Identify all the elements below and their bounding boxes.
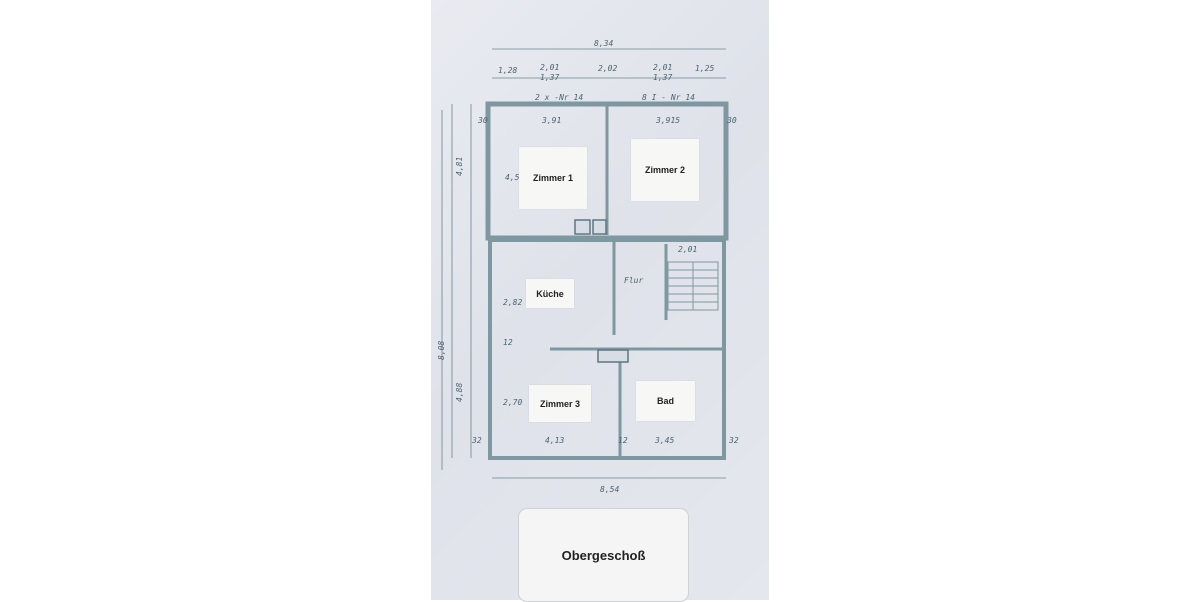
- dim-top-seg1: 1,28: [498, 66, 517, 75]
- dim-top-seg2b: 1,37: [540, 73, 559, 82]
- dim-bottom-right-wall: 32: [728, 436, 739, 445]
- room-label-zimmer3: Zimmer 3: [529, 385, 591, 422]
- floor-plan-paper: [431, 0, 769, 600]
- dim-left-top: 4,81: [455, 157, 464, 176]
- dim-bottom-mid-wall: 12: [618, 436, 628, 445]
- floor-title-card: Obergeschoß: [518, 508, 689, 602]
- dimension-lines: [441, 48, 726, 479]
- dim-zimmer3: 2,70: [503, 398, 522, 407]
- room-label-zimmer1: Zimmer 1: [519, 147, 587, 209]
- dim-top-seg4b: 1,37: [653, 73, 672, 82]
- chimney-blocks: [574, 219, 629, 363]
- interior-walls: [550, 106, 722, 456]
- dim-room1-width: 3,91: [541, 116, 561, 125]
- dim-top-seg4a: 2,01: [653, 63, 672, 72]
- dim-wall-12: 12: [503, 338, 513, 347]
- room-label-kueche: Küche: [526, 279, 574, 308]
- dim-top-seg5: 1,25: [695, 64, 714, 73]
- outer-wall-bottom-section: [488, 238, 726, 460]
- dim-flur: Flur: [624, 276, 643, 285]
- dim-bottom-left-wall: 32: [471, 436, 482, 445]
- dim-left-bottom: 4,88: [455, 383, 464, 402]
- dim-kueche: 2,82: [503, 298, 522, 307]
- dim-room2-width: 3,915: [655, 116, 680, 125]
- dim-top-seg2a: 2,01: [540, 63, 559, 72]
- dim-stair: 2,01: [678, 245, 697, 254]
- dim-bottom-right: 3,45: [654, 436, 674, 445]
- dim-zimmer1-height: 4,51: [505, 173, 524, 182]
- dim-left-total: 8,08: [437, 341, 446, 360]
- dimension-labels: 8,34 1,28 2,01 1,37 2,02 2,01 1,37 1,25 …: [437, 39, 739, 494]
- dim-window-right: 8 I - Nr 14: [642, 93, 695, 102]
- dim-wall-right: 30: [726, 116, 737, 125]
- dim-bottom-left: 4,13: [545, 436, 564, 445]
- dim-top-seg3: 2,02: [598, 64, 617, 73]
- dim-window-left: 2 x -Nr 14: [535, 93, 583, 102]
- dim-top-total: 8,34: [594, 39, 613, 48]
- dim-wall-left: 30: [477, 116, 488, 125]
- outer-walls: [485, 101, 729, 460]
- room-label-bad: Bad: [636, 381, 695, 421]
- room-label-zimmer2: Zimmer 2: [631, 139, 699, 201]
- dim-bottom-total: 8,54: [600, 485, 619, 494]
- floor-title: Obergeschoß: [561, 547, 646, 563]
- staircase: [667, 261, 719, 311]
